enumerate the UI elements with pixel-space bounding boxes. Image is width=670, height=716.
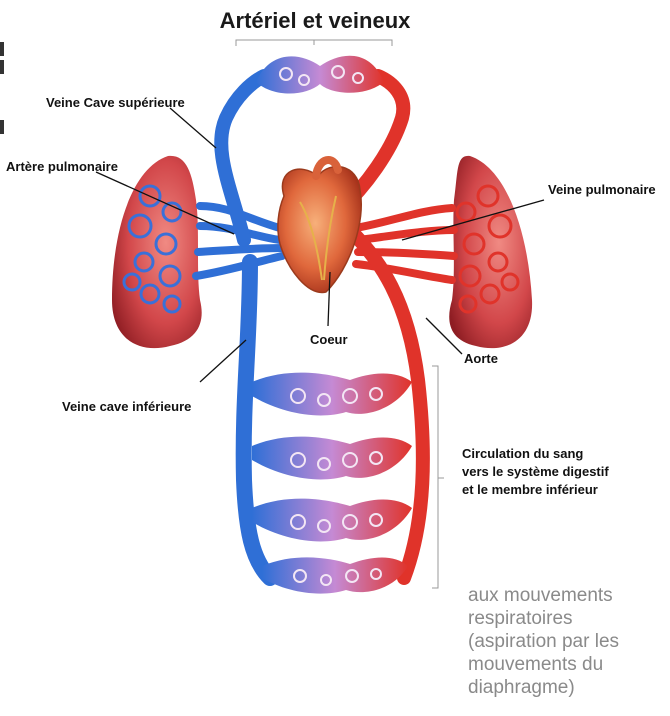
label-coeur: Coeur: [310, 332, 348, 347]
upper-capillary-bed: [256, 56, 384, 94]
heart: [278, 160, 361, 292]
edge-mark: [0, 42, 4, 56]
edge-mark: [0, 60, 4, 74]
lower-capillary-bed-3: [252, 499, 412, 542]
superior-vena-cava: [221, 76, 264, 240]
label-aorte: Aorte: [464, 351, 498, 366]
lower-capillary-bed-1: [252, 373, 412, 416]
label-veine-cave-superieure: Veine Cave supérieure: [46, 95, 185, 110]
edge-mark: [0, 120, 4, 134]
side-note: aux mouvements respiratoires (aspiration…: [468, 584, 668, 699]
right-lung: [449, 156, 532, 348]
circulation-bracket: [432, 366, 444, 588]
lower-capillary-bed-4: [262, 557, 408, 593]
side-note-line-2: respiratoires: [468, 607, 668, 630]
label-circulation-line-2: vers le système digestif: [462, 464, 609, 479]
label-veine-pulmonaire: Veine pulmonaire: [548, 182, 656, 197]
label-veine-cave-inferieure: Veine cave inférieure: [62, 399, 191, 414]
side-note-line-3: (aspiration par les: [468, 630, 668, 653]
side-note-line-5: diaphragme): [468, 676, 668, 699]
side-note-line-4: mouvements du: [468, 653, 668, 676]
label-artere-pulmonaire: Artère pulmonaire: [6, 159, 118, 174]
label-circulation-line-3: et le membre inférieur: [462, 482, 598, 497]
title-bracket: [236, 40, 392, 46]
lower-capillary-bed-2: [252, 437, 412, 480]
label-circulation-line-1: Circulation du sang: [462, 446, 583, 461]
inferior-vena-cava: [244, 262, 270, 578]
side-note-line-1: aux mouvements: [468, 584, 668, 607]
